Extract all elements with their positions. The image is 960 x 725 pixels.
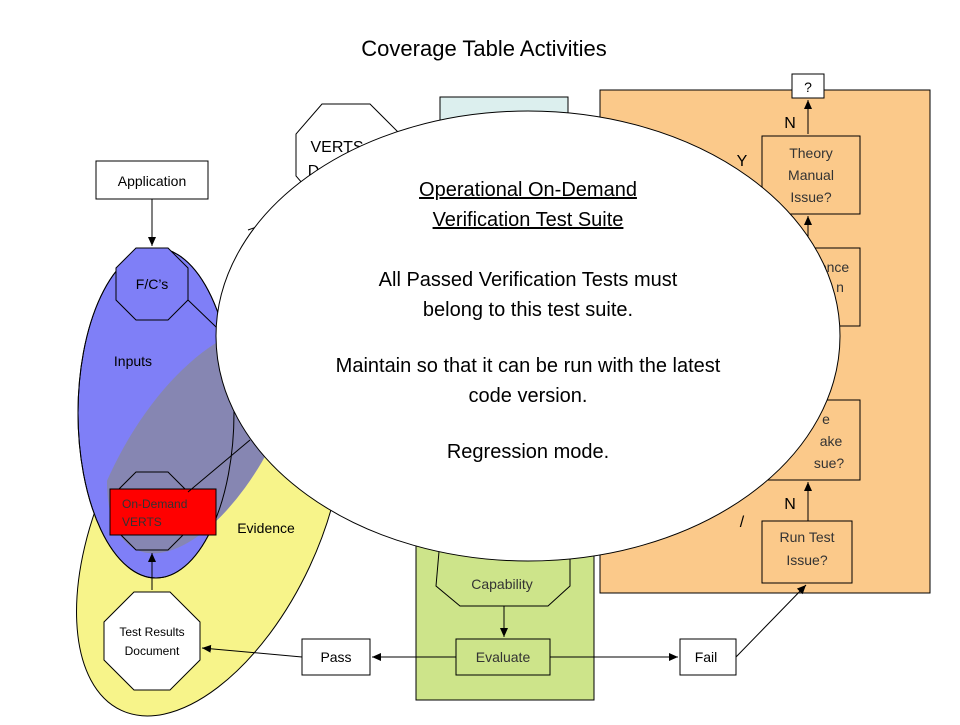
overlay-line3: Regression mode. (447, 441, 609, 463)
run-test-line1: Run Test (780, 529, 835, 545)
test-results-line2: Document (125, 644, 180, 658)
label-n-bottom: N (784, 496, 796, 513)
overlay-line1a: All Passed Verification Tests must (379, 269, 678, 291)
evaluate-label: Evaluate (476, 649, 531, 665)
test-results-octagon (103, 591, 201, 691)
evidence-partial-line2: n (836, 279, 844, 295)
pass-label: Pass (320, 649, 351, 665)
on-demand-line1: On-Demand (122, 497, 187, 511)
application-label: Application (118, 173, 187, 189)
capability-label: Capability (471, 576, 532, 592)
run-test-line2: Issue? (786, 552, 827, 568)
code-mistake-line1: e (822, 411, 830, 427)
line-ondemand-to-overlay (187, 439, 251, 493)
inputs-label: Inputs (114, 353, 152, 369)
arrow-fail-to-runtest (735, 584, 807, 658)
fcs-octagon (115, 247, 189, 321)
label-n-top: N (784, 115, 796, 132)
test-results-line1: Test Results (119, 625, 184, 639)
label-slash: / (740, 514, 745, 531)
application-box (95, 160, 209, 200)
theory-manual-line2: Manual (788, 167, 834, 183)
theory-manual-line3: Issue? (790, 189, 831, 205)
fcs-label: F/C’s (136, 276, 168, 292)
evidence-label: Evidence (237, 520, 295, 536)
question-box (791, 73, 825, 99)
overlay-heading-line2: Verification Test Suite (433, 209, 624, 231)
theory-manual-line1: Theory (789, 145, 833, 161)
on-demand-line2: VERTS (122, 515, 162, 529)
run-test-box (761, 520, 853, 584)
evaluate-box (455, 638, 551, 676)
question-label: ? (804, 79, 812, 95)
on-demand-red-box (109, 488, 217, 536)
code-mistake-line3: sue? (814, 455, 845, 471)
code-mistake-line2: ake (820, 433, 843, 449)
overlay-heading-line1: Operational On-Demand (419, 179, 637, 201)
overlay-line1b: belong to this test suite. (423, 299, 633, 321)
overlay-line2a: Maintain so that it can be run with the … (336, 355, 721, 377)
fail-label: Fail (695, 649, 718, 665)
overlay-ellipse (215, 110, 841, 562)
arrow-pass-to-results (201, 644, 303, 658)
label-y: Y (737, 153, 748, 170)
overlay-line2b: code version. (469, 385, 588, 407)
fail-box (679, 638, 737, 676)
page-title: Coverage Table Activities (361, 36, 606, 61)
